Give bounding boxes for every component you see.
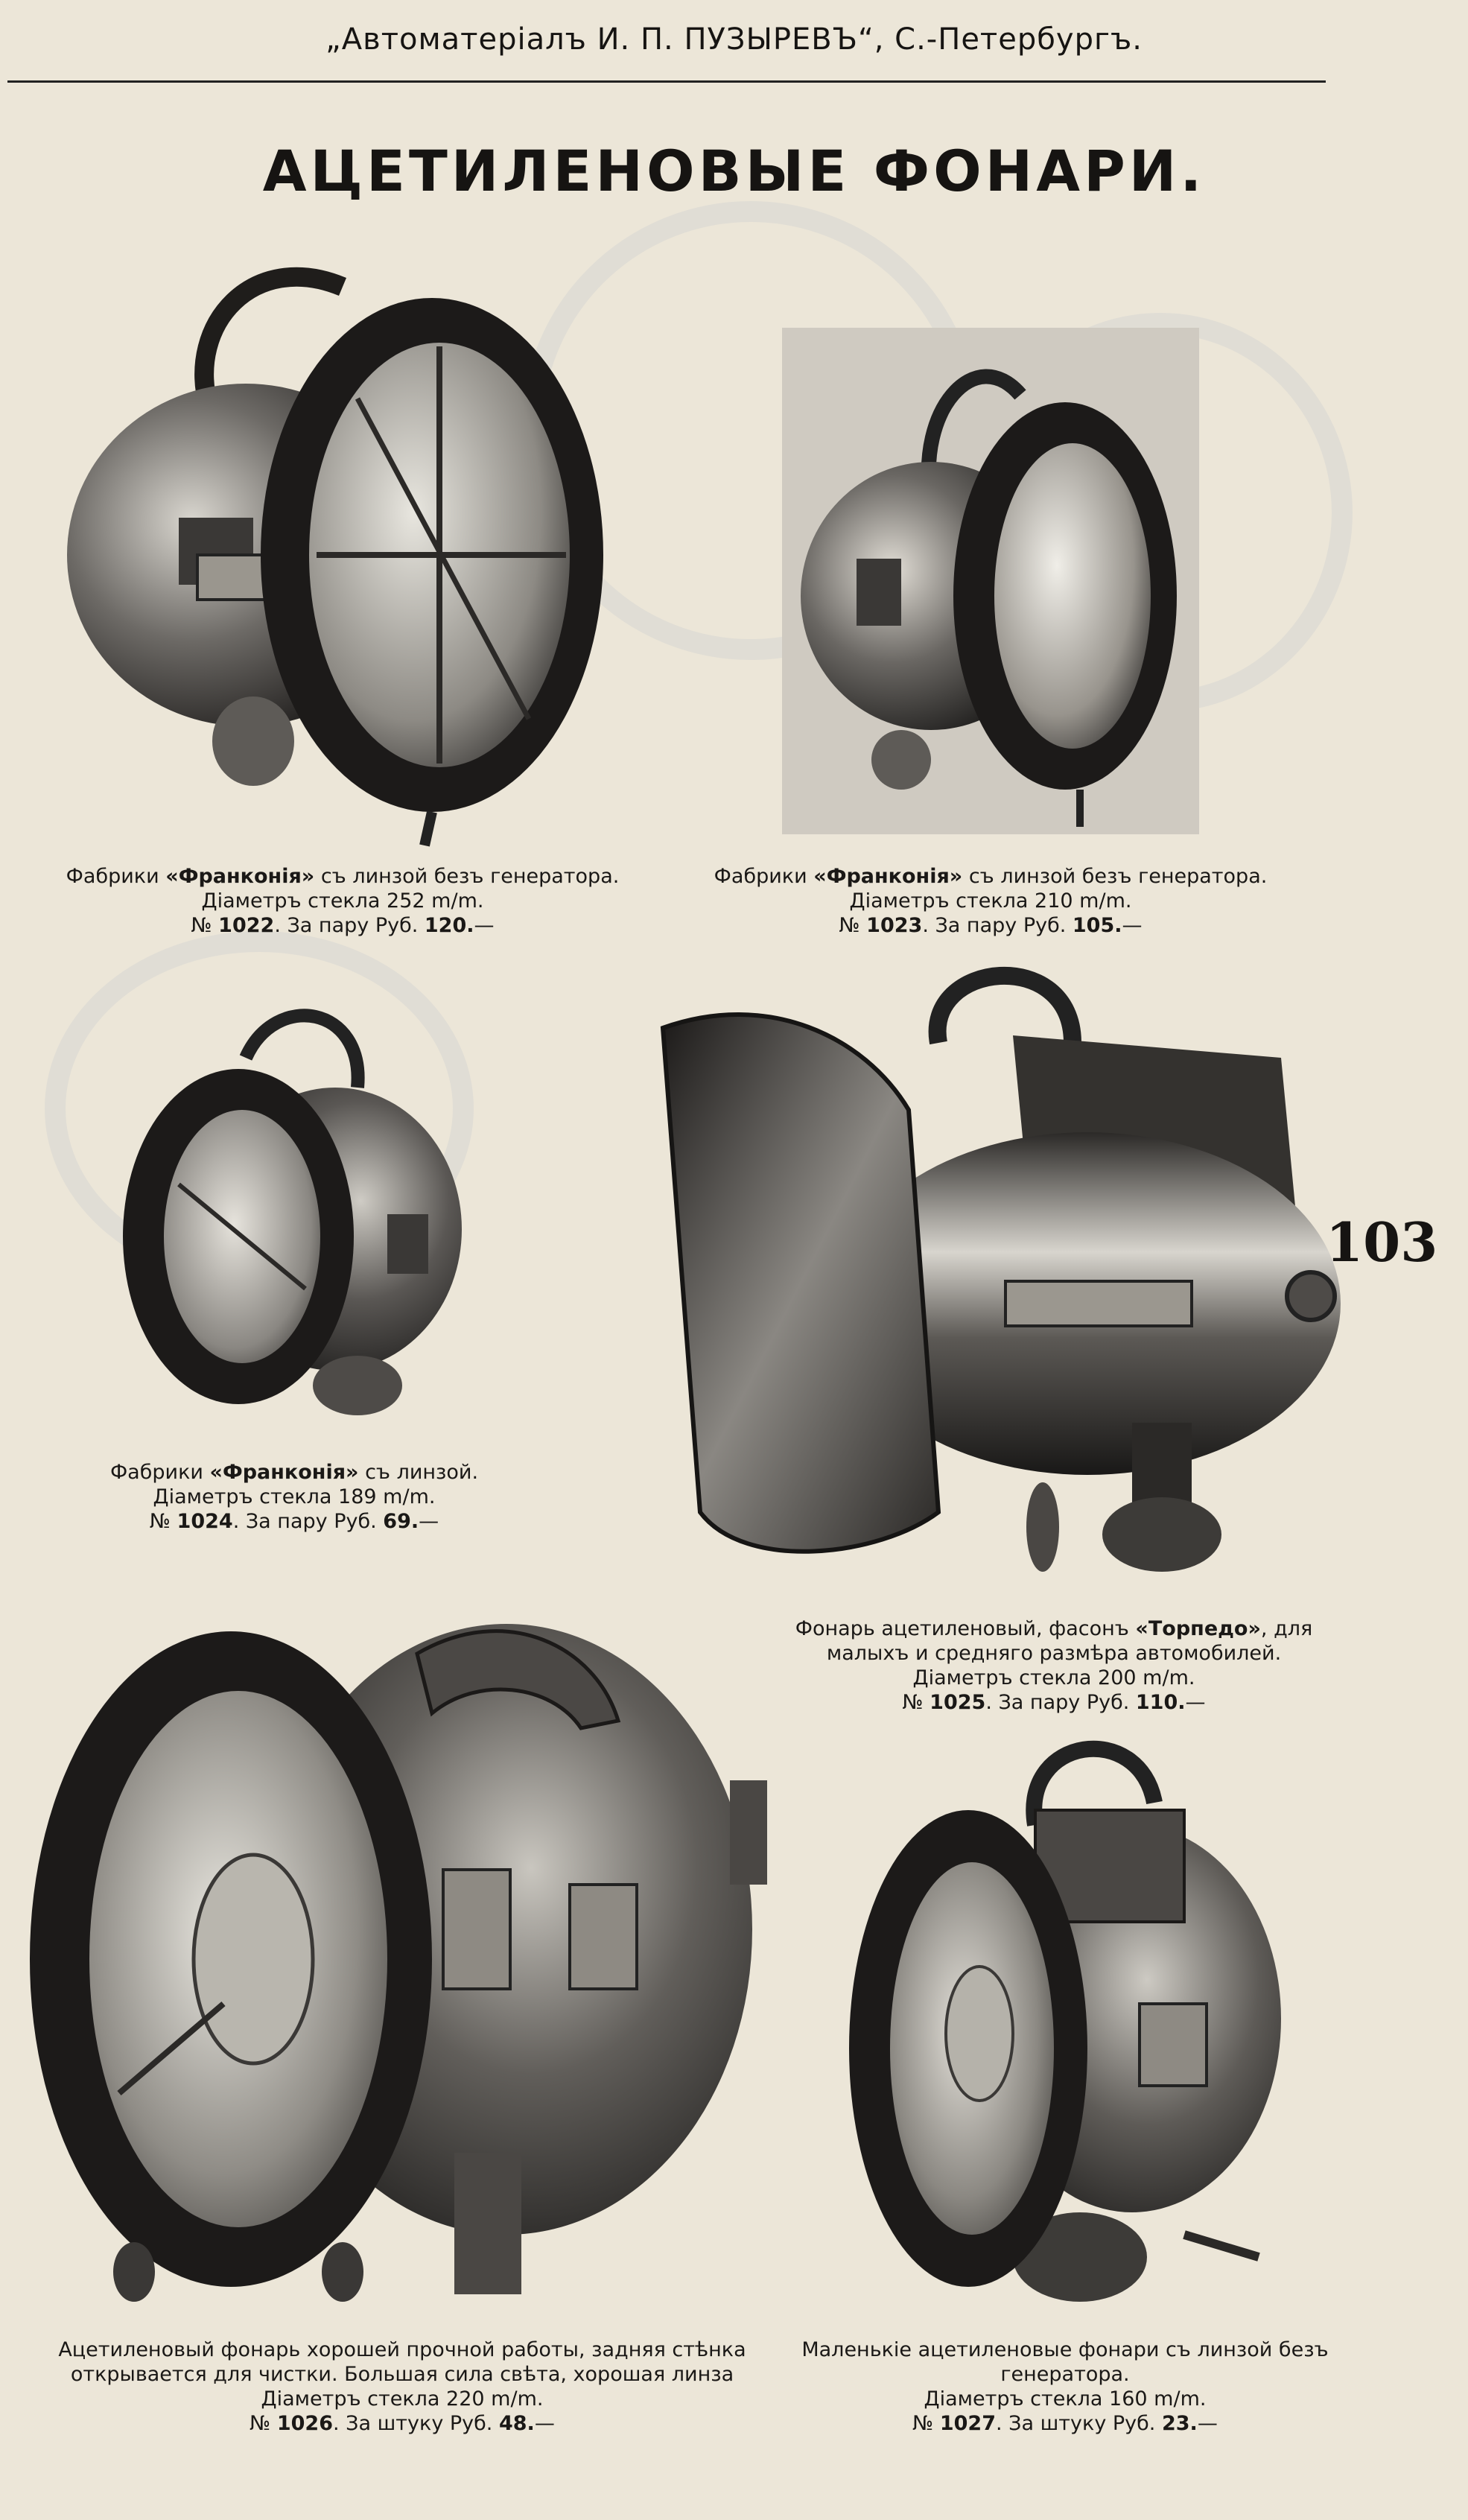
caption-text: , для [1260,1617,1313,1640]
caption-1025: Фонарь ацетиленовый, фасонъ «Торпедо», д… [771,1616,1337,1715]
glass-diameter: Діаметръ стекла 210 m/m. [849,889,1132,913]
caption-line: Фабрики «Франконія» съ линзой безъ генер… [30,864,655,889]
lamp-1027-illustration [842,1721,1303,2317]
catalog-number: 1025 [930,1691,986,1714]
number-sign: № [191,914,219,937]
caption-text: Фабрики [714,865,814,888]
glass-diameter: Діаметръ стекла 252 m/m. [201,889,484,913]
price-dash: — [474,914,495,937]
catalog-price-line: № 1024. За пару Руб. 69.— [52,1509,536,1534]
page-title: АЦЕТИЛЕНОВЫЕ ФОНАРИ. [262,138,1206,204]
lamp-1025-torpedo-illustration [655,946,1341,1602]
price-value: 105. [1072,914,1122,937]
lamp-1024-illustration [112,998,484,1445]
caption-line: Фонарь ацетиленовый, фасонъ «Торпедо», д… [771,1616,1337,1641]
caption-1023: Фабрики «Франконія» съ линзой безъ генер… [700,864,1281,938]
price-label: . За пару Руб. [922,914,1073,937]
model-name: «Торпедо» [1135,1617,1261,1640]
brand-name: «Франконія» [813,865,963,888]
catalog-price-line: № 1026. За штуку Руб. 48.— [30,2411,775,2436]
lamp-1026-illustration [30,1557,782,2324]
caption-text: Ацетиленовый фонарь хорошей прочной рабо… [58,2338,746,2361]
brand-name: «Франконія» [165,865,315,888]
number-sign: № [250,2412,277,2435]
price-dash: — [1122,914,1143,937]
caption-text: Маленькіе ацетиленовые фонари съ линзой … [801,2338,1329,2361]
caption-text: Фонарь ацетиленовый, фасонъ [795,1617,1136,1640]
price-value: 120. [424,914,474,937]
caption-text: малыхъ и средняго размѣра автомобилей. [826,1642,1282,1665]
price-label: . За штуку Руб. [996,2412,1162,2435]
page-header: „Автоматеріалъ И. П. ПУЗЫРЕВЪ“, С.-Петер… [325,22,1143,57]
catalog-price-line: № 1027. За штуку Руб. 23.— [789,2411,1341,2436]
lamp-1022-illustration [60,235,611,853]
number-sign: № [149,1510,177,1533]
catalog-price-line: № 1023. За пару Руб. 105.— [700,913,1281,938]
catalog-number: 1024 [177,1510,233,1533]
price-value: 69. [383,1510,419,1533]
price-dash: — [1185,1691,1206,1714]
caption-line: Фабрики «Франконія» съ линзой. [52,1460,536,1485]
catalog-number: 1026 [276,2412,333,2435]
price-label: . За пару Руб. [985,1691,1136,1714]
glass-diameter: Діаметръ стекла 160 m/m. [924,2387,1207,2410]
price-dash: — [534,2412,555,2435]
caption-text: съ линзой. [358,1461,479,1484]
caption-1022: Фабрики «Франконія» съ линзой безъ генер… [30,864,655,938]
caption-text: Фабрики [66,865,166,888]
catalog-price-line: № 1025. За пару Руб. 110.— [771,1690,1337,1715]
price-value: 23. [1161,2412,1198,2435]
brand-name: «Франконія» [209,1461,359,1484]
caption-text: съ линзой безъ генератора. [962,865,1268,888]
price-dash: — [419,1510,439,1533]
catalog-number: 1022 [218,914,275,937]
price-value: 48. [498,2412,535,2435]
number-sign: № [839,914,867,937]
price-label: . За пару Руб. [232,1510,384,1533]
glass-diameter: Діаметръ стекла 200 m/m. [912,1666,1195,1689]
header-rule [7,80,1326,83]
caption-text: съ линзой безъ генератора. [314,865,620,888]
price-dash: — [1197,2412,1218,2435]
price-value: 110. [1135,1691,1186,1714]
caption-1027: Маленькіе ацетиленовые фонари съ линзой … [789,2337,1341,2436]
number-sign: № [902,1691,930,1714]
lamp-1023-illustration [782,328,1199,834]
catalog-price-line: № 1022. За пару Руб. 120.— [30,913,655,938]
caption-1024: Фабрики «Франконія» съ линзой. Діаметръ … [52,1460,536,1534]
caption-line: Фабрики «Франконія» съ линзой безъ генер… [700,864,1281,889]
catalog-number: 1023 [866,914,923,937]
caption-1026: Ацетиленовый фонарь хорошей прочной рабо… [30,2337,775,2436]
price-label: . За штуку Руб. [333,2412,499,2435]
caption-text: Фабрики [109,1461,210,1484]
glass-diameter: Діаметръ стекла 189 m/m. [153,1485,436,1508]
caption-text: генератора. [1000,2363,1130,2386]
catalog-number: 1027 [939,2412,996,2435]
page-number: 103 [1326,1210,1438,1274]
caption-text: открывается для чистки. Большая сила свѣ… [70,2363,734,2386]
glass-diameter: Діаметръ стекла 220 m/m. [261,2387,544,2410]
price-label: . За пару Руб. [274,914,425,937]
number-sign: № [912,2412,940,2435]
